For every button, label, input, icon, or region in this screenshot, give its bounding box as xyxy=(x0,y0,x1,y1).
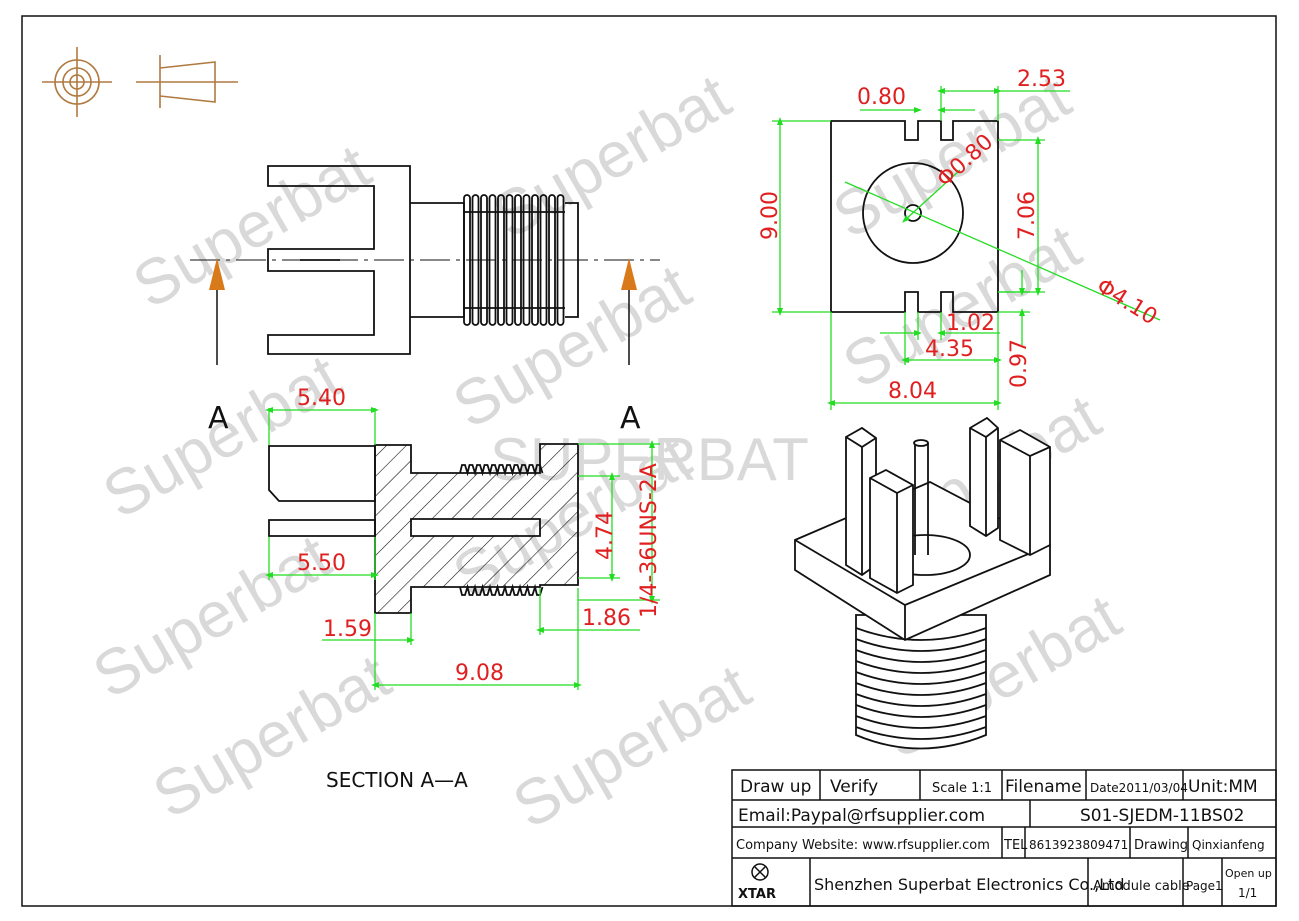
tb-website: Company Website: www.rfsupplier.com xyxy=(736,838,990,853)
section-arrow-left-icon xyxy=(209,258,225,290)
section-caption: SECTION A—A xyxy=(326,768,468,792)
dim-thread: 1/4-36UNS-2A xyxy=(637,463,662,618)
thread-ring xyxy=(855,638,987,652)
section-arrow-right-icon xyxy=(621,258,637,290)
tb-open-up: Open up xyxy=(1225,867,1272,880)
dim-1-86: 1.86 xyxy=(582,606,631,631)
thread-ring xyxy=(855,704,987,718)
dim-0-80: 0.80 xyxy=(857,85,906,110)
tb-product: Amodule cable xyxy=(1093,879,1190,894)
thread-ring xyxy=(855,682,987,696)
thread-ring xyxy=(855,660,987,674)
section-view xyxy=(268,443,579,614)
dim-4-35: 4.35 xyxy=(925,337,974,362)
dim-7-06: 7.06 xyxy=(1015,191,1040,240)
dim-9-00: 9.00 xyxy=(758,191,783,240)
tb-date: Date2011/03/04 xyxy=(1090,781,1188,795)
tb-unit: Unit:MM xyxy=(1188,777,1258,797)
tb-scale: Scale 1:1 xyxy=(932,781,992,796)
thread-ring xyxy=(855,627,987,641)
tb-page: Page1 xyxy=(1186,879,1223,893)
dim-1-59: 1.59 xyxy=(323,617,372,642)
dim-2-53: 2.53 xyxy=(1017,67,1066,92)
sheet-border xyxy=(21,15,1277,907)
section-body xyxy=(374,443,579,614)
title-block xyxy=(731,769,1277,907)
thread-ring xyxy=(855,693,987,707)
isometric-view xyxy=(794,416,1051,750)
tb-verify: Verify xyxy=(830,777,878,797)
dim-1-02: 1.02 xyxy=(946,311,995,336)
thread-ring xyxy=(855,671,987,685)
dim-4-74: 4.74 xyxy=(593,511,618,560)
dim-9-08: 9.08 xyxy=(455,661,504,686)
watermark-text: Superbat xyxy=(121,130,382,322)
top-dimension-lines xyxy=(772,86,1161,410)
tb-email: Email:Paypal@rfsupplier.com xyxy=(738,806,985,826)
thread-ring xyxy=(855,649,987,663)
tb-filename: S01-SJEDM-11BS02 xyxy=(1080,806,1244,826)
tb-draw-up: Draw up xyxy=(740,777,811,797)
section-mark-left: A xyxy=(208,401,229,436)
dim-0-97: 0.97 xyxy=(1007,339,1032,388)
tb-tel: 8613923809471 xyxy=(1029,838,1128,852)
thread-ring xyxy=(855,715,987,729)
dim-8-04: 8.04 xyxy=(888,379,937,404)
dim-5-50: 5.50 xyxy=(297,551,346,576)
watermark-text: Superbat xyxy=(501,650,762,842)
tb-drawer: Qinxianfeng xyxy=(1192,838,1265,852)
thread-profile-top xyxy=(459,464,544,477)
tb-tel-label: TEL xyxy=(1003,838,1028,853)
tb-filename-label: Filename xyxy=(1005,777,1082,797)
section-line xyxy=(190,258,660,365)
tb-sheet: 1/1 xyxy=(1238,886,1257,900)
dim-5-40: 5.40 xyxy=(297,386,346,411)
thread-profile-bottom xyxy=(459,583,544,596)
dim-phi-4-10: Φ4.10 xyxy=(1092,274,1161,330)
section-dimension-lines xyxy=(265,407,660,690)
xtar-logo-icon xyxy=(751,863,769,881)
tb-drawing-label: Drawing xyxy=(1134,838,1188,853)
section-mark-right: A xyxy=(620,401,641,436)
tb-company: Shenzhen Superbat Electronics Co.,Ltd xyxy=(814,875,1125,894)
projection-symbol-icon xyxy=(42,47,238,117)
tb-logo: XTAR xyxy=(738,887,776,902)
thread-ring xyxy=(855,726,987,740)
